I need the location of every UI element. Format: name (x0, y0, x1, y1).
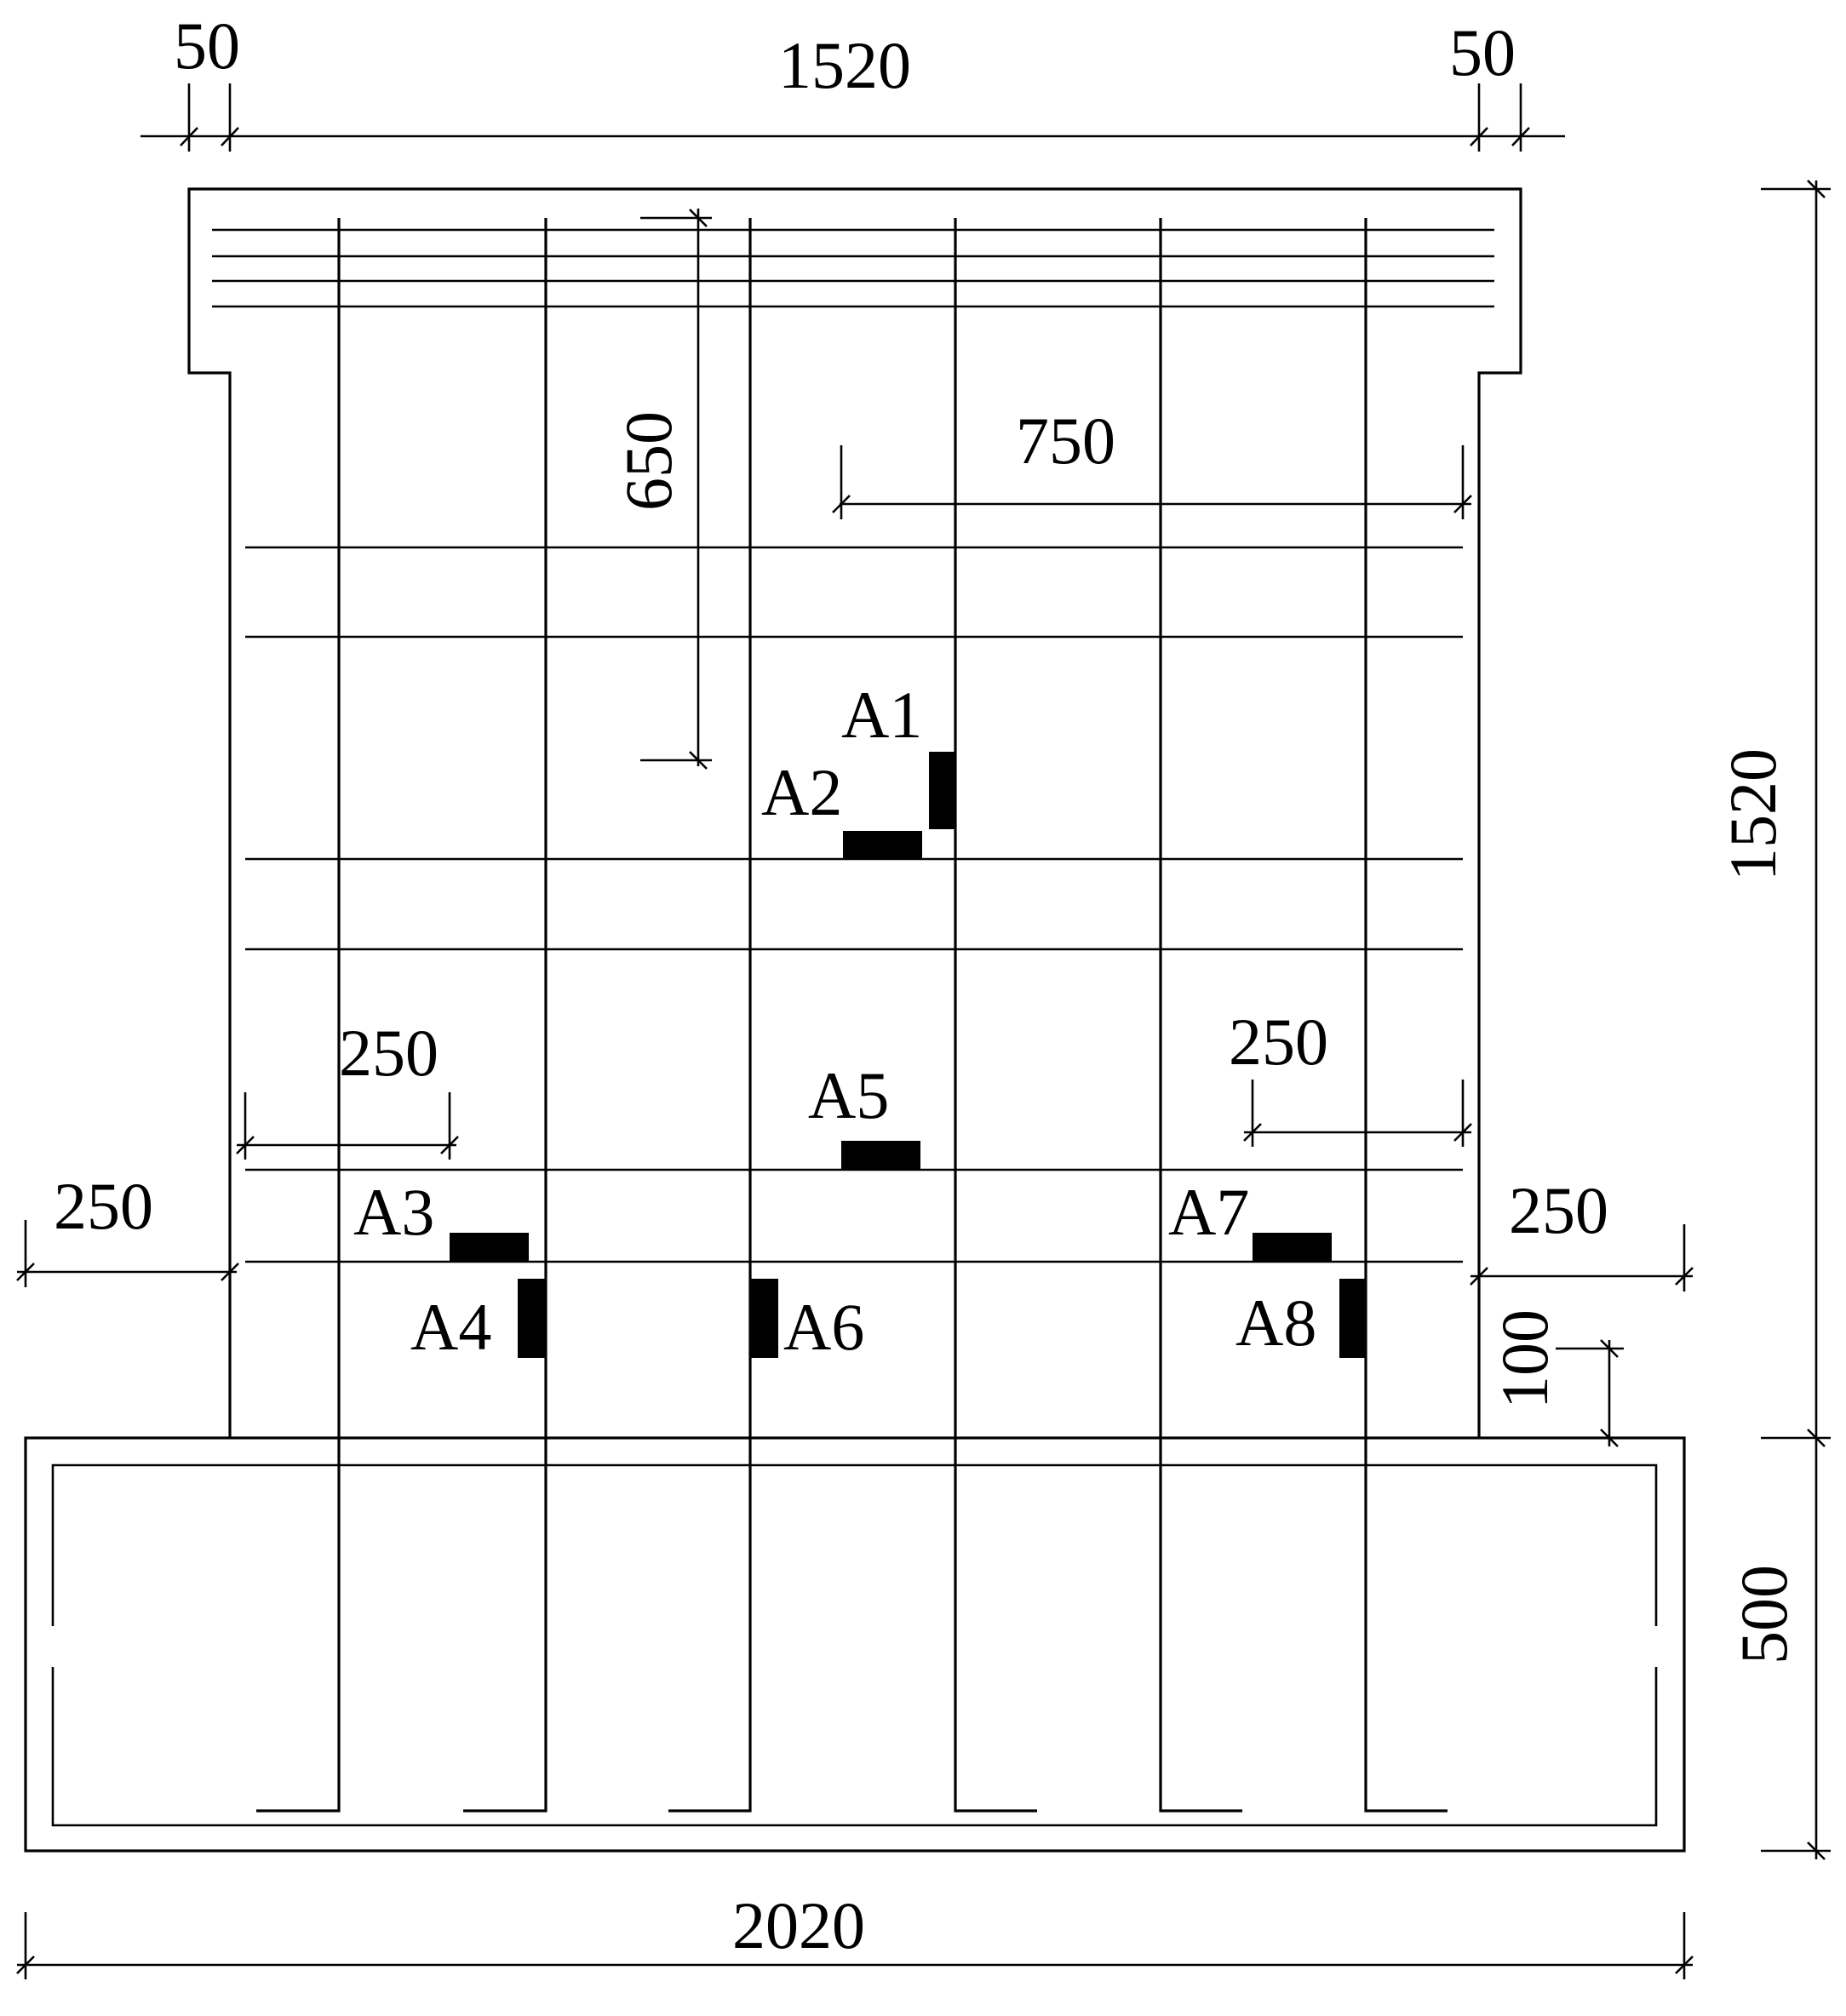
footing-inner-rebar-top (51, 1463, 1658, 1626)
dim-tick (1675, 1267, 1694, 1286)
dim-tick (1511, 127, 1530, 146)
dim-tick (689, 751, 708, 770)
dim-tick (1600, 1429, 1619, 1447)
dim-tick (221, 1263, 239, 1281)
dim-top-cover-right: 50 (1449, 15, 1516, 89)
dim-vertical-650: 650 (611, 411, 685, 511)
vertical-bar (668, 218, 752, 1813)
vertical-bar (1159, 218, 1242, 1813)
dimension-labels: 50 1520 50 650 750 250 250 250 250 100 1… (54, 9, 1801, 1962)
dim-tick (236, 1136, 255, 1154)
dim-base-height-500: 500 (1727, 1565, 1801, 1664)
gauge-a7-mark (1253, 1233, 1332, 1261)
dim-tick (16, 1956, 35, 1974)
dim-right-250-inner: 250 (1229, 1005, 1328, 1079)
dim-right-250-outer: 250 (1509, 1173, 1608, 1247)
dim-tick (832, 495, 851, 513)
dim-tick (1453, 1123, 1472, 1142)
gauge-a1-label: A1 (841, 678, 922, 752)
vertical-bar (1364, 218, 1448, 1813)
dim-height-100: 100 (1488, 1309, 1562, 1409)
dim-tick (1807, 1841, 1826, 1860)
dim-tick (1453, 495, 1472, 513)
gauge-a5-label: A5 (808, 1058, 889, 1132)
dim-tick (1600, 1339, 1619, 1358)
dim-tick (1470, 127, 1488, 146)
gauge-a2-label: A2 (761, 755, 842, 829)
vertical-bar (463, 218, 547, 1813)
gauge-a3-label: A3 (353, 1175, 434, 1249)
gauge-a1-mark (929, 752, 955, 829)
dim-left-250-inner: 250 (339, 1016, 439, 1090)
cap-horizontal-bars (212, 228, 1494, 308)
dim-tick (1807, 180, 1826, 198)
gauge-a6-mark (750, 1279, 778, 1358)
dim-bottom-width-2020: 2020 (732, 1888, 865, 1962)
dim-right-height-1520: 1520 (1716, 748, 1790, 881)
dim-tick (1243, 1123, 1262, 1142)
strain-gauges: A1 A2 A3 A4 A5 A6 A7 A8 (353, 678, 1366, 1364)
gauge-a6-label: A6 (783, 1290, 864, 1364)
dim-tick (689, 209, 708, 227)
gauge-a7-label: A7 (1168, 1175, 1249, 1249)
wall-outline (187, 187, 1522, 1438)
wall-horizontal-bars (245, 546, 1463, 1263)
dim-top-width: 1520 (778, 28, 911, 102)
gauge-a5-mark (841, 1141, 920, 1169)
dim-top-cover-left: 50 (174, 9, 240, 83)
gauge-a4-label: A4 (410, 1290, 491, 1364)
dim-tick (180, 127, 198, 146)
dim-tick (1470, 1267, 1488, 1286)
dim-tick (1675, 1956, 1694, 1974)
dim-tick (16, 1263, 35, 1281)
vertical-bars (256, 218, 1448, 1813)
dim-tick (1807, 1429, 1826, 1447)
dim-horizontal-750: 750 (1016, 404, 1115, 478)
gauge-a8-label: A8 (1235, 1286, 1316, 1360)
gauge-a8-mark (1339, 1279, 1366, 1358)
dim-left-250-outer: 250 (54, 1169, 153, 1243)
dimension-lines (16, 83, 1831, 1979)
footing-inner-rebar-bottom (51, 1667, 1658, 1827)
gauge-a3-mark (450, 1233, 529, 1261)
dim-tick (221, 127, 239, 146)
gauge-a4-mark (518, 1279, 546, 1358)
dim-tick (440, 1136, 459, 1154)
vertical-bar (954, 218, 1037, 1813)
footing-outline (24, 1436, 1686, 1853)
gauge-a2-mark (843, 831, 922, 859)
vertical-bar (256, 218, 341, 1813)
